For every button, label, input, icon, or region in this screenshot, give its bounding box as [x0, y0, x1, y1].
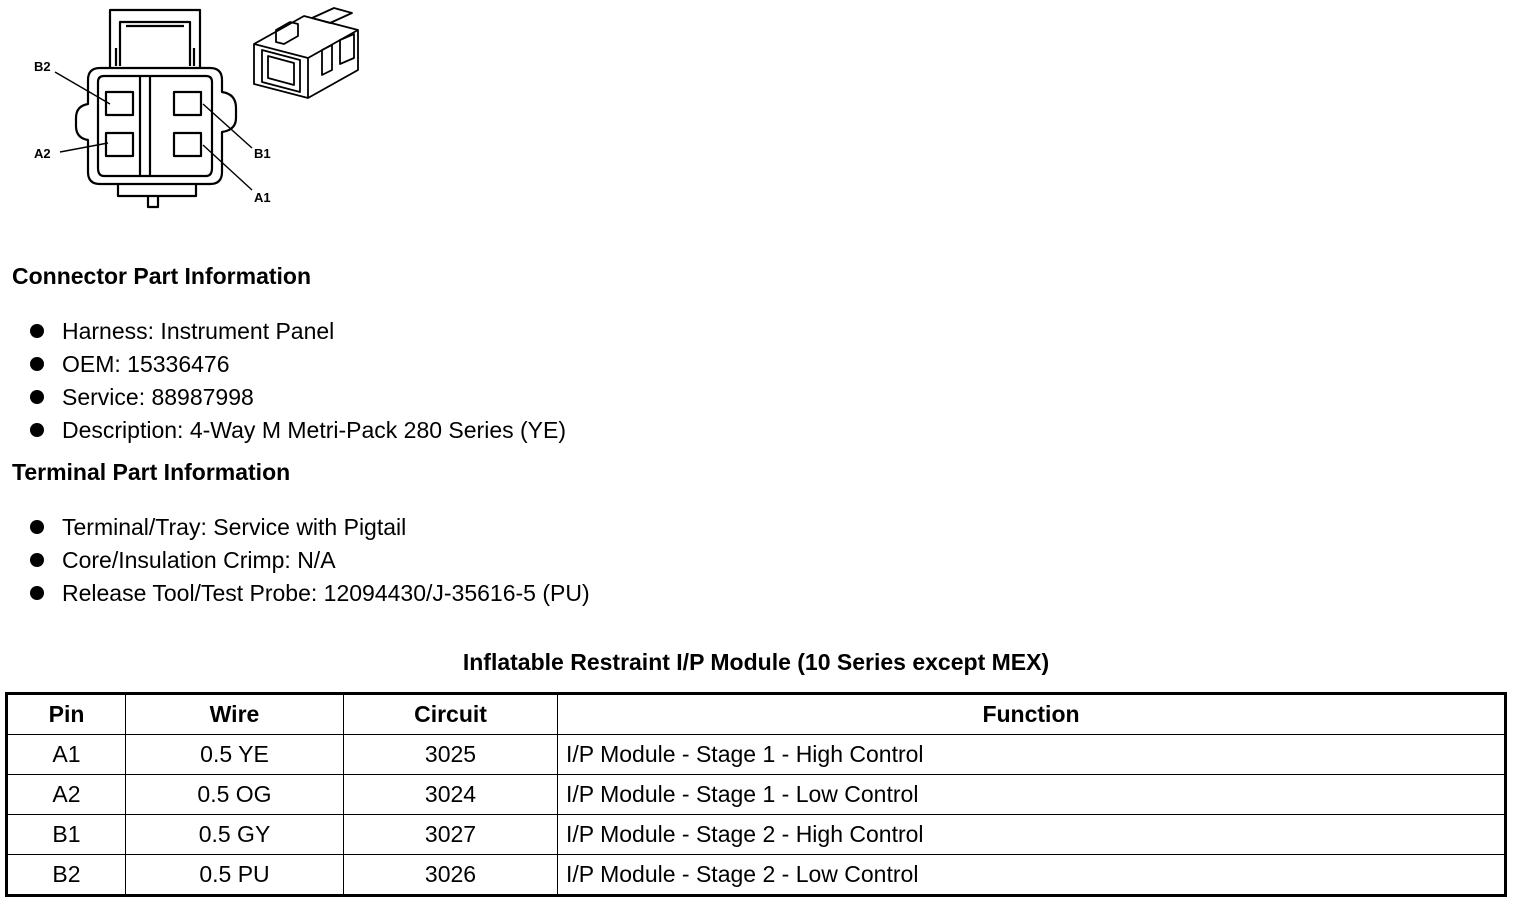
table-row: B1 0.5 GY 3027 I/P Module - Stage 2 - Hi…: [6, 814, 1506, 855]
table-row: A1 0.5 YE 3025 I/P Module - Stage 1 - Hi…: [6, 734, 1506, 775]
connector-latch: [108, 8, 202, 68]
cell-wire: 0.5 PU: [125, 854, 344, 896]
cavity-a2: [104, 131, 135, 158]
cell-pin: A2: [6, 774, 126, 815]
table-header-row: Pin Wire Circuit Function: [6, 693, 1506, 735]
pin-label-a2: A2: [34, 146, 51, 161]
cell-circuit: 3025: [343, 734, 558, 775]
list-item: Service: 88987998: [30, 382, 566, 415]
cell-pin: B1: [6, 814, 126, 855]
column-header-circuit: Circuit: [343, 693, 558, 735]
cavity-a1: [172, 131, 203, 158]
list-item: Harness: Instrument Panel: [30, 316, 566, 349]
cell-function: I/P Module - Stage 2 - High Control: [557, 814, 1506, 855]
cell-circuit: 3026: [343, 854, 558, 896]
pin-label-b1: B1: [254, 146, 271, 161]
cell-wire: 0.5 YE: [125, 734, 344, 775]
pinout-table: Pin Wire Circuit Function A1 0.5 YE 3025…: [5, 692, 1507, 897]
connector-housing: [74, 66, 238, 186]
cell-pin: A1: [6, 734, 126, 775]
cell-circuit: 3027: [343, 814, 558, 855]
column-header-function: Function: [557, 693, 1506, 735]
cell-function: I/P Module - Stage 1 - High Control: [557, 734, 1506, 775]
list-item: Release Tool/Test Probe: 12094430/J-3561…: [30, 578, 590, 611]
table-row: B2 0.5 PU 3026 I/P Module - Stage 2 - Lo…: [6, 854, 1506, 896]
list-item: OEM: 15336476: [30, 349, 566, 382]
column-header-wire: Wire: [125, 693, 344, 735]
list-item: Core/Insulation Crimp: N/A: [30, 545, 590, 578]
cell-pin: B2: [6, 854, 126, 896]
cell-wire: 0.5 GY: [125, 814, 344, 855]
cell-function: I/P Module - Stage 2 - Low Control: [557, 854, 1506, 896]
table-title: Inflatable Restraint I/P Module (10 Seri…: [462, 649, 1050, 675]
pin-label-b2: B2: [34, 59, 51, 74]
cell-function: I/P Module - Stage 1 - Low Control: [557, 774, 1506, 815]
terminal-part-info-list: Terminal/Tray: Service with Pigtail Core…: [30, 512, 590, 611]
pin-label-a1: A1: [254, 190, 271, 205]
list-item: Description: 4-Way M Metri-Pack 280 Seri…: [30, 415, 566, 448]
cavity-b2: [104, 90, 135, 117]
connector-diagram: B2 A2 B1 A1: [34, 7, 359, 209]
connector-part-info-list: Harness: Instrument Panel OEM: 15336476 …: [30, 316, 566, 448]
connector-isometric-view: [253, 7, 359, 99]
connector-part-info-heading: Connector Part Information: [12, 263, 312, 289]
list-item: Terminal/Tray: Service with Pigtail: [30, 512, 590, 545]
terminal-part-info-heading: Terminal Part Information: [12, 459, 291, 485]
cell-wire: 0.5 OG: [125, 774, 344, 815]
column-header-pin: Pin: [6, 693, 126, 735]
cell-circuit: 3024: [343, 774, 558, 815]
table-row: A2 0.5 OG 3024 I/P Module - Stage 1 - Lo…: [6, 774, 1506, 815]
cavity-b1: [172, 90, 203, 117]
